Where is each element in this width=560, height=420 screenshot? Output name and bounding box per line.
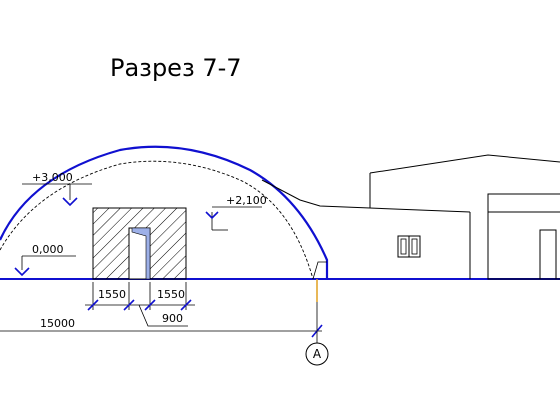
elevation-zero-label: 0,000 [32,243,64,256]
elevation-top-label: +3,000 [32,171,73,184]
elevation-mid: +2,100 [205,194,267,231]
dim-15000: 15000 [40,317,75,330]
elevation-zero: 0,000 [14,243,76,277]
dimension-chain-top: 1550 1550 [85,282,195,311]
axis-a-label: А [313,347,322,361]
dimension-900: 900 [138,304,188,327]
side-door [539,229,557,280]
dim-left-1550: 1550 [98,288,126,301]
dim-900: 900 [162,312,183,325]
dim-right-1550: 1550 [157,288,185,301]
arch-foot [312,261,327,280]
elevation-top: +3,000 [22,171,92,207]
door-leaf [131,227,151,280]
arch-outer [0,145,329,279]
arch-inner-dashed [0,160,314,280]
axis-a: А [305,279,329,366]
dimension-15000: 15000 [0,317,323,338]
axis-a-bubble [305,342,329,366]
elevation-mid-label: +2,100 [226,194,267,207]
section-title: Разрез 7-7 [110,54,242,82]
background-building [261,154,560,280]
